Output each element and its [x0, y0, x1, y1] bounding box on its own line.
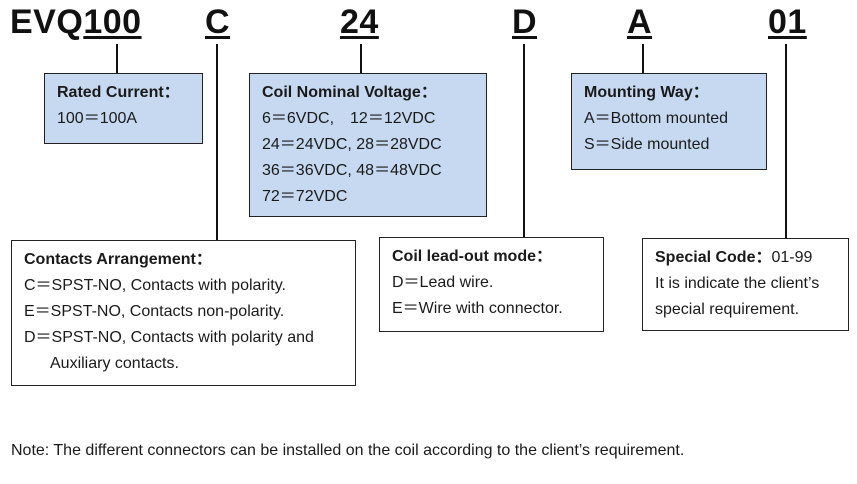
coil-voltage-box: Coil Nominal Voltage： 6＝6VDC, 12＝12VDC 2…: [249, 73, 487, 217]
mounting-title: Mounting Way：: [584, 84, 709, 101]
rated-current-box: Rated Current： 100＝100A: [44, 73, 203, 144]
rated-current-title: Rated Current：: [57, 84, 180, 101]
coil-mode-line: E＝Wire with connector.: [392, 300, 563, 317]
code-rated-current: 100: [83, 3, 142, 41]
contacts-line: C＝SPST-NO, Contacts with polarity.: [24, 277, 287, 294]
code-prefix: EVQ: [10, 3, 84, 41]
mounting-line: A＝Bottom mounted: [584, 110, 729, 127]
model-prefix: EVQ100: [10, 2, 142, 42]
rated-current-line: 100＝100A: [57, 110, 138, 127]
coil-voltage-line: 6＝6VDC, 12＝12VDC: [262, 110, 436, 127]
code-coil-mode: D: [512, 3, 538, 41]
connector-contacts: [216, 44, 218, 240]
coil-voltage-line: 24＝24VDC, 28＝28VDC: [262, 136, 442, 153]
special-code-title: Special Code：: [655, 249, 772, 266]
mounting-box: Mounting Way： A＝Bottom mounted S＝Side mo…: [571, 73, 767, 170]
mounting-line: S＝Side mounted: [584, 136, 710, 153]
special-code-line: special requirement.: [655, 301, 800, 318]
footnote: Note: The different connectors can be in…: [11, 442, 685, 459]
contacts-title: Contacts Arrangement：: [24, 251, 212, 268]
connector-coil-mode: [523, 44, 525, 237]
coil-voltage-line: 72＝72VDC: [262, 188, 348, 205]
coil-mode-line: D＝Lead wire.: [392, 274, 494, 291]
code-special: 01: [768, 3, 807, 41]
contacts-line: Auxiliary contacts.: [50, 355, 179, 372]
coil-mode-box: Coil lead-out mode： D＝Lead wire. E＝Wire …: [379, 237, 604, 332]
connector-voltage: [360, 44, 362, 74]
contacts-line: E＝SPST-NO, Contacts non-polarity.: [24, 303, 285, 320]
code-mounting: A: [627, 3, 653, 41]
special-code-box: Special Code：01-99 It is indicate the cl…: [642, 238, 849, 331]
code-contacts: C: [205, 3, 231, 41]
connector-mounting: [642, 44, 644, 74]
code-voltage: 24: [340, 3, 379, 41]
coil-voltage-line: 36＝36VDC, 48＝48VDC: [262, 162, 442, 179]
contacts-box: Contacts Arrangement： C＝SPST-NO, Contact…: [11, 240, 356, 386]
coil-voltage-title: Coil Nominal Voltage：: [262, 84, 437, 101]
special-code-range: 01-99: [771, 249, 813, 266]
connector-rated-current: [116, 44, 118, 74]
connector-special: [785, 44, 787, 238]
contacts-line: D＝SPST-NO, Contacts with polarity and: [24, 329, 314, 346]
special-code-line: It is indicate the client’s: [655, 275, 820, 292]
coil-mode-title: Coil lead-out mode：: [392, 248, 553, 265]
